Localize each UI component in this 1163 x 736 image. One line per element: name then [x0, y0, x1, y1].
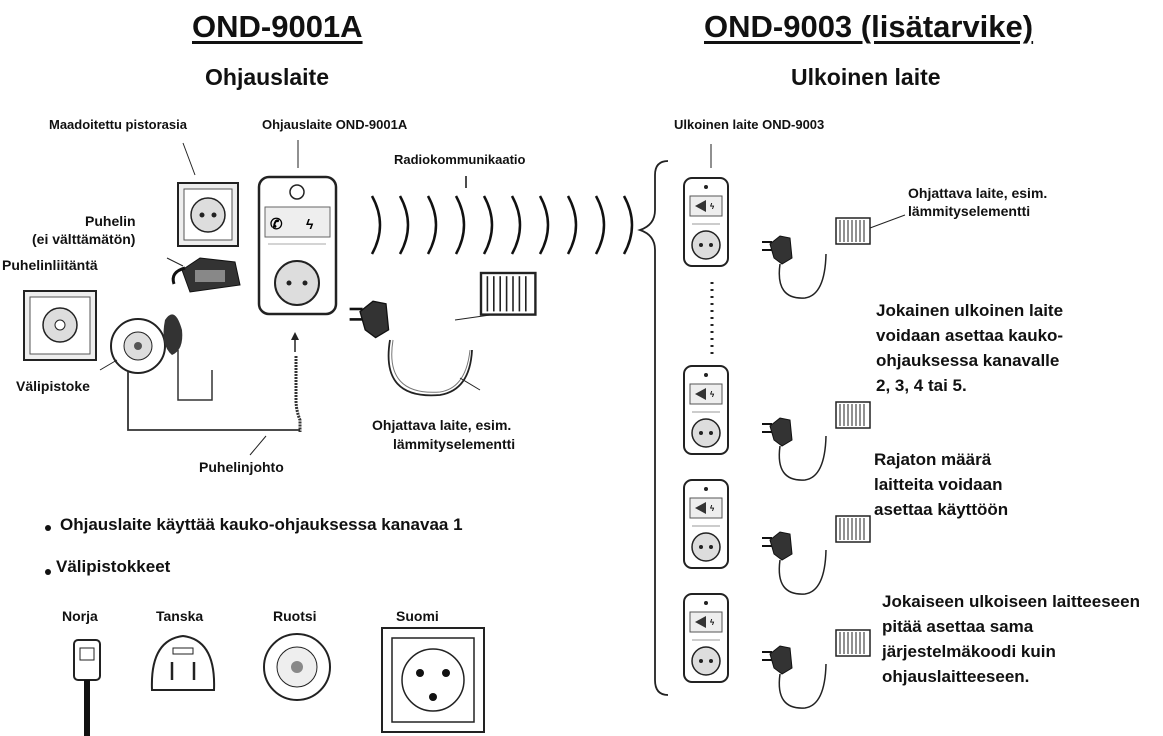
phone-jack-label: Puhelinliitäntä — [2, 257, 98, 273]
controlled-device-left-label-2: lämmityselementti — [393, 436, 516, 452]
phone-label: Puhelin — [85, 213, 136, 229]
svg-text:ϟ: ϟ — [306, 216, 314, 232]
external-units-drawing — [683, 177, 906, 709]
right-subtitle: Ulkoinen laite — [791, 64, 941, 90]
adapter-label: Välipistoke — [16, 378, 90, 394]
bullet-adapters: Välipistokkeet — [56, 557, 171, 576]
bullet-dot — [45, 525, 51, 531]
finland-socket-drawing — [381, 627, 485, 733]
controlled-device-right-label-2: lämmityselementti — [908, 203, 1031, 219]
brace-drawing — [637, 160, 669, 696]
grounded-socket-drawing — [177, 142, 239, 247]
country-finland: Suomi — [396, 608, 439, 624]
control-unit-drawing: ✆ ϟ — [257, 140, 338, 432]
external-unit-label: Ulkoinen laite OND-9003 — [674, 117, 825, 132]
left-controlled-device-drawing — [348, 271, 537, 397]
unlimited-note: Rajaton määrä laitteita voidaan asettaa … — [874, 450, 1009, 519]
channels-note: Jokainen ulkoinen laite voidaan asettaa … — [876, 301, 1064, 395]
controlled-device-right-label-1: Ohjattava laite, esim. — [908, 185, 1048, 201]
phone-optional-label: (ei välttämätön) — [32, 231, 136, 247]
phone-cord-label: Puhelinjohto — [199, 459, 284, 475]
bullet-dot — [45, 569, 51, 575]
phone-jack-drawing — [23, 290, 97, 361]
country-denmark: Tanska — [156, 608, 204, 624]
bullet-channel1: Ohjauslaite käyttää kauko-ohjauksessa ka… — [60, 515, 463, 534]
left-title: OND-9001A — [192, 9, 363, 44]
telephone-drawing — [166, 257, 241, 293]
controlled-device-left-label-1: Ohjattava laite, esim. — [372, 417, 512, 433]
country-norway: Norja — [62, 608, 98, 624]
radio-label: Radiokommunikaatio — [394, 152, 526, 167]
sweden-socket-drawing — [263, 633, 331, 701]
grounded-socket-label: Maadoitettu pistorasia — [49, 117, 187, 132]
right-title: OND-9003 (lisätarvike) — [704, 9, 1034, 44]
norway-plug-drawing — [73, 639, 101, 736]
denmark-socket-drawing — [150, 634, 216, 691]
system-code-note: Jokaiseen ulkoiseen laitteeseen pitää as… — [882, 592, 1140, 686]
left-subtitle: Ohjauslaite — [205, 64, 329, 90]
radio-waves-drawing — [370, 176, 634, 255]
control-unit-label: Ohjauslaite OND-9001A — [262, 117, 408, 132]
svg-text:✆: ✆ — [270, 216, 283, 233]
country-sweden: Ruotsi — [273, 608, 317, 624]
adapter-and-cord-drawing — [99, 314, 300, 456]
